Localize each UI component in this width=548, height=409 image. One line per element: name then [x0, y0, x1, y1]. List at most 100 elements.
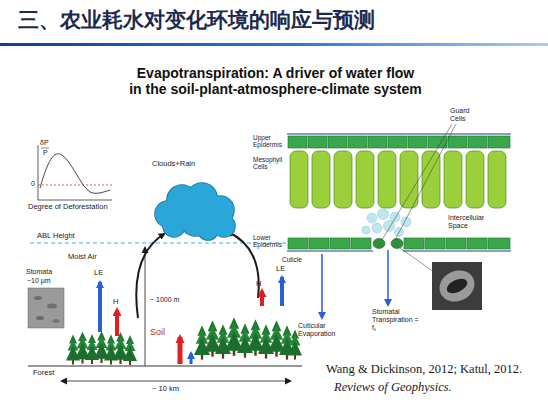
part-label: Upper Epidermis [253, 134, 289, 149]
part-label: Intercellular Space [448, 214, 500, 230]
mesophyll-cell [444, 151, 462, 208]
epidermis-cell [448, 136, 467, 148]
height-line [145, 248, 146, 366]
abl-line [30, 243, 292, 244]
le-arrow [98, 282, 102, 332]
air-label: Moist Air [68, 253, 97, 261]
mesophyll-cell [378, 151, 396, 208]
mesophyll-cell [488, 151, 506, 208]
cloud-shape [146, 172, 242, 242]
epidermis-cell [404, 238, 424, 249]
axis-label: P [43, 149, 48, 157]
h-arrow [260, 291, 264, 306]
leader-line [395, 124, 456, 240]
mesophyll-cell [400, 151, 418, 208]
mesophyll-cell [290, 151, 308, 208]
guard-cell [373, 239, 385, 249]
tree [194, 325, 210, 359]
tree [258, 324, 274, 358]
epidermis-cell [288, 136, 307, 148]
flux-label: LE [276, 265, 285, 273]
part-label: Mesophyll Cells [253, 156, 289, 171]
mesophyll-cell [466, 151, 484, 208]
upper-cuticle [287, 134, 511, 135]
flux-label: H [113, 298, 118, 306]
stomata-texture [53, 319, 60, 323]
epidermis-cell [308, 136, 327, 148]
fraction-bar [41, 148, 49, 149]
zero-line [38, 185, 112, 186]
flux-label: LE [94, 269, 103, 277]
process-label: Stomatal Transpiration = fₛ [372, 308, 424, 331]
tree [104, 335, 118, 365]
epidermis-cell [351, 238, 371, 249]
stomata-texture [47, 304, 57, 309]
slide-title: 三、农业耗水对变化环境的响应与预测 [18, 9, 375, 33]
vapor-bubble [367, 213, 377, 223]
soil-le-arrow [190, 353, 193, 364]
le-arrow [280, 277, 284, 306]
cloud-puff [198, 220, 218, 240]
stoma-image [432, 262, 482, 310]
epidermis-cell [488, 136, 510, 148]
scale-line [62, 381, 290, 382]
epidermis-cell [309, 238, 329, 249]
tree [123, 335, 137, 365]
dimension: ~10 μm [27, 277, 51, 285]
vapor-bubble [378, 209, 389, 220]
image-label: Stomata [26, 268, 52, 276]
stomatal-arrow [387, 250, 389, 305]
epidermis-cell [368, 136, 387, 148]
epidermis-cell [467, 238, 487, 249]
soil-h-arrow [178, 337, 183, 364]
ground-line [28, 366, 302, 367]
tree [85, 334, 99, 364]
abl-label: ABL Height [37, 232, 75, 240]
surface-label: Forest [33, 369, 54, 377]
stomata-texture [34, 296, 42, 300]
epidermis-cell [348, 136, 367, 148]
guard-cell [391, 239, 403, 249]
axis-label: δP [40, 139, 49, 147]
dimension: ~ 10 km [152, 385, 179, 393]
vapor-bubble [390, 212, 400, 222]
process-label: Cuticular Evaporation [298, 322, 350, 338]
part-label: Cuticle [282, 256, 302, 263]
axis-label: Degree of Deforestation [28, 203, 108, 211]
cuticular-arrow [321, 254, 323, 318]
figure-title: Evapotranspiration: A driver of water fl… [129, 66, 422, 97]
leader-line [400, 248, 434, 272]
mesophyll-cell [356, 151, 374, 208]
h-arrow [115, 310, 119, 336]
lower-cuticle [287, 251, 373, 252]
header-bar [0, 43, 548, 46]
mesophyll-cell [334, 151, 352, 208]
chart-axis [38, 145, 39, 200]
tree [66, 335, 80, 365]
stomata-texture [36, 316, 44, 320]
part-label: Guard Cells [450, 107, 480, 123]
cloud-label: Clouds+Rain [152, 160, 195, 168]
citation: Reviews of Geophysics. [334, 380, 452, 394]
tree [215, 324, 231, 358]
epidermis-cell [408, 136, 427, 148]
epidermis-cell [468, 136, 487, 148]
chart-axis [38, 200, 112, 201]
epidermis-cell [288, 238, 308, 249]
vapor-bubble [362, 226, 370, 234]
leader-line [382, 124, 452, 240]
cloud-puff [163, 215, 185, 237]
tree [237, 323, 253, 357]
lower-cuticle [403, 251, 511, 252]
mesophyll-cell [312, 151, 330, 208]
stoma-pore [444, 276, 469, 296]
stoma-ring [434, 265, 479, 307]
epidermis-cell [330, 238, 350, 249]
moist-air-arrow [136, 234, 164, 318]
epidermis-cell [425, 238, 445, 249]
dimension: ~ 1000 m [150, 296, 179, 304]
cloud-node: Clouds+Rain [146, 160, 242, 242]
epidermis-cell [488, 238, 510, 249]
epidermis-cell [388, 136, 407, 148]
